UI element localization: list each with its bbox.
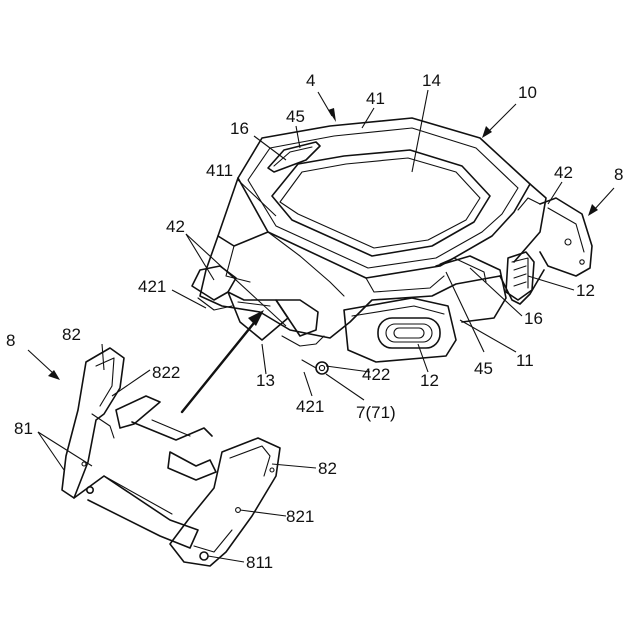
label-411: 411 [206,161,233,180]
pin-7-71 [316,362,328,374]
front-button-12 [378,318,440,348]
label-12-front: 12 [420,371,439,390]
adapter-tab-822 [116,396,160,428]
label-16-top: 16 [230,119,249,138]
label-811: 811 [246,553,273,572]
label-8-right: 8 [614,165,623,184]
hole-811 [200,552,208,560]
label-4: 4 [306,71,315,90]
left-lug-lower [276,300,318,336]
label-11: 11 [516,351,534,370]
hole-821 [236,508,241,513]
label-42-left: 42 [166,217,185,236]
label-8-left: 8 [6,331,15,350]
label-82-bottom: 82 [318,459,337,478]
label-421-left: 421 [138,277,166,296]
label-10: 10 [518,83,537,102]
adapter-left-arm [62,348,124,498]
label-45-front: 45 [474,359,493,378]
label-82-left: 82 [62,325,81,344]
label-421-bottom: 421 [296,397,324,416]
label-821: 821 [286,507,314,526]
display-window [272,150,490,256]
adapter-base [74,476,198,548]
label-81: 81 [14,419,33,438]
label-41: 41 [366,89,385,108]
label-45-top: 45 [286,107,305,126]
label-822: 822 [152,363,180,382]
label-12-right: 12 [576,281,595,300]
label-42-right: 42 [554,163,573,182]
case-front-lower [200,236,500,338]
assembly-arrow [182,310,264,412]
adapter-notch [168,452,216,480]
label-13: 13 [256,371,275,390]
right-lug-42 [540,198,592,276]
window-inner-edge [280,158,480,248]
hole-82 [270,468,274,472]
label-7-71: 7(71) [356,403,396,422]
watch-case [192,118,592,374]
reference-labels: 4 41 14 10 16 45 42 8 411 42 421 12 16 8… [6,71,623,572]
label-422: 422 [362,365,390,384]
label-14: 14 [422,71,441,90]
label-16-right: 16 [524,309,543,328]
